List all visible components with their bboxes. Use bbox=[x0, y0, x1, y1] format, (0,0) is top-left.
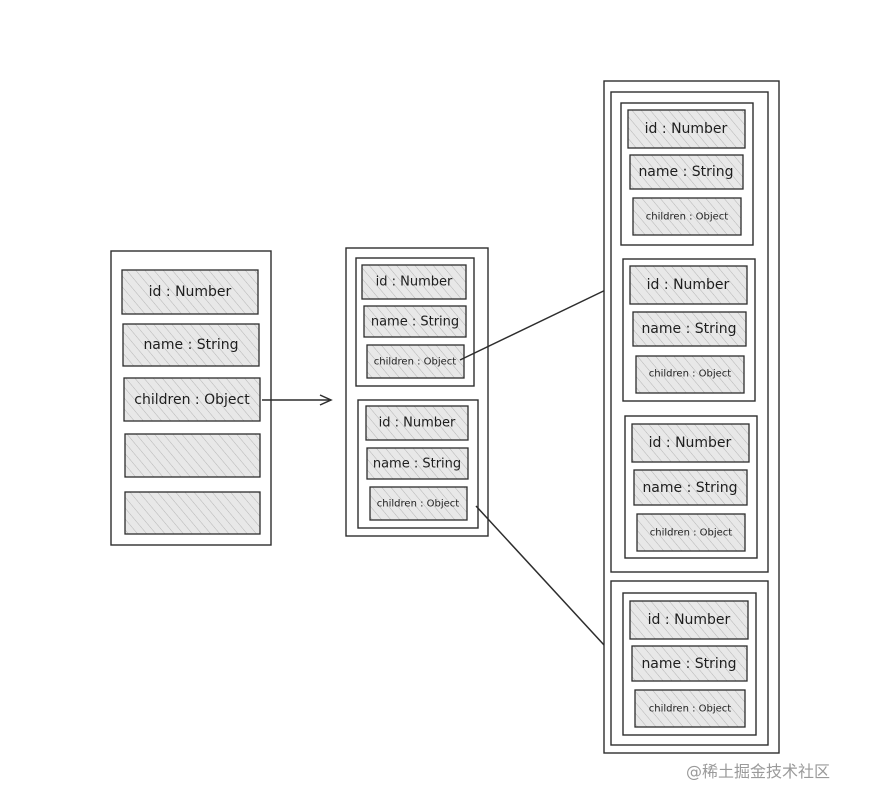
stage2-node-2-field-name: name : String bbox=[366, 447, 469, 480]
field-label: children : Object bbox=[650, 528, 732, 539]
arrow-stage2-node2-to-group2 bbox=[475, 505, 618, 660]
watermark-text: @稀土掘金技术社区 bbox=[686, 762, 830, 781]
field-label: id : Number bbox=[376, 275, 453, 290]
field-label: id : Number bbox=[379, 416, 456, 431]
stage1-field-children: children : Object bbox=[123, 377, 261, 422]
field-label: id : Number bbox=[648, 612, 731, 628]
field-label: children : Object bbox=[134, 392, 250, 408]
field-label: name : String bbox=[641, 321, 736, 337]
stage2-node-1: id : Number name : String children : Obj… bbox=[355, 257, 475, 387]
stage3-group-2: id : Number name : String children : Obj… bbox=[610, 580, 769, 746]
field-label: children : Object bbox=[649, 369, 731, 380]
field-label: id : Number bbox=[645, 121, 728, 137]
stage2-node-2-field-id: id : Number bbox=[365, 405, 469, 441]
stage3-group-2-node-1: id : Number name : String children : Obj… bbox=[622, 592, 757, 736]
field-id: id : Number bbox=[631, 423, 750, 463]
field-name: name : String bbox=[632, 311, 747, 347]
field-label: name : String bbox=[371, 315, 459, 330]
stage2-node-1-field-name: name : String bbox=[363, 305, 467, 338]
stage3-container: id : Number name : String children : Obj… bbox=[603, 80, 780, 754]
field-children: children : Object bbox=[634, 689, 746, 728]
stage3-group-1-node-3: id : Number name : String children : Obj… bbox=[624, 415, 758, 559]
stage3-group-1: id : Number name : String children : Obj… bbox=[610, 91, 769, 573]
field-id: id : Number bbox=[629, 600, 749, 640]
field-id: id : Number bbox=[629, 265, 748, 305]
field-label: id : Number bbox=[649, 435, 732, 451]
field-children: children : Object bbox=[636, 513, 746, 552]
field-id: id : Number bbox=[627, 109, 746, 149]
field-label: name : String bbox=[143, 337, 238, 353]
field-name: name : String bbox=[631, 645, 748, 682]
stage1-field-name: name : String bbox=[122, 323, 260, 367]
stage1-field-empty-2 bbox=[124, 491, 261, 535]
stage1-field-empty-1 bbox=[124, 433, 261, 478]
arrow-stage2-node1-to-group1 bbox=[459, 284, 618, 361]
field-label: name : String bbox=[642, 480, 737, 496]
field-label: id : Number bbox=[647, 277, 730, 293]
field-label: name : String bbox=[641, 656, 736, 672]
stage2-container: id : Number name : String children : Obj… bbox=[345, 247, 489, 537]
stage2-node-1-field-children: children : Object bbox=[366, 344, 465, 379]
stage3-group-1-node-1: id : Number name : String children : Obj… bbox=[620, 102, 754, 246]
stage3-group-1-node-2: id : Number name : String children : Obj… bbox=[622, 258, 756, 402]
field-label: name : String bbox=[638, 164, 733, 180]
field-label: children : Object bbox=[649, 704, 731, 715]
field-label: id : Number bbox=[149, 284, 232, 300]
field-label: name : String bbox=[373, 457, 461, 472]
stage1-field-id: id : Number bbox=[121, 269, 259, 315]
stage2-node-2-field-children: children : Object bbox=[369, 486, 468, 521]
field-label: children : Object bbox=[377, 499, 459, 510]
field-label: children : Object bbox=[646, 212, 728, 223]
field-children: children : Object bbox=[632, 197, 742, 236]
field-children: children : Object bbox=[635, 355, 745, 394]
stage1-object: id : Number name : String children : Obj… bbox=[110, 250, 272, 546]
field-name: name : String bbox=[629, 154, 744, 190]
stage2-node-1-field-id: id : Number bbox=[361, 264, 467, 300]
field-name: name : String bbox=[633, 469, 748, 506]
stage2-node-2: id : Number name : String children : Obj… bbox=[357, 399, 479, 529]
field-label: children : Object bbox=[374, 357, 456, 368]
